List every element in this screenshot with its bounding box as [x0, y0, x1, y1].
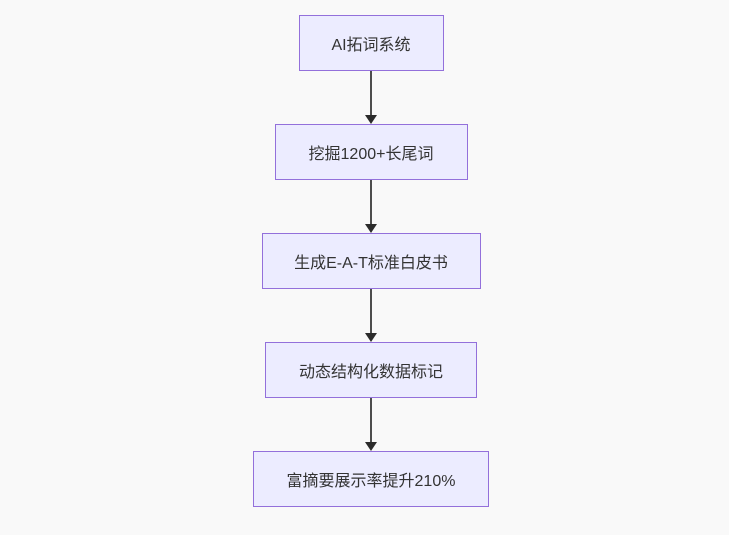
- arrowhead-down-icon: [365, 333, 377, 342]
- arrowhead-down-icon: [365, 224, 377, 233]
- arrow-line: [370, 180, 372, 225]
- arrowhead-down-icon: [365, 442, 377, 451]
- arrow-line: [370, 398, 372, 443]
- flow-arrow-2: [365, 180, 377, 233]
- flow-column: AI拓词系统 挖掘1200+长尾词 生成E-A-T标准白皮书 动态结构化数据标记…: [253, 15, 489, 507]
- flow-node-longtail-mining: 挖掘1200+长尾词: [274, 124, 468, 180]
- flow-arrow-3: [365, 289, 377, 342]
- arrowhead-down-icon: [365, 115, 377, 124]
- flow-node-eat-whitepaper: 生成E-A-T标准白皮书: [261, 233, 481, 289]
- flow-arrow-1: [365, 71, 377, 124]
- arrow-line: [370, 71, 372, 116]
- flow-node-ai-keyword-system: AI拓词系统: [298, 15, 444, 71]
- flow-arrow-4: [365, 398, 377, 451]
- arrow-line: [370, 289, 372, 334]
- flow-node-structured-data-markup: 动态结构化数据标记: [265, 342, 477, 398]
- flow-node-rich-snippet-uplift: 富摘要展示率提升210%: [253, 451, 489, 507]
